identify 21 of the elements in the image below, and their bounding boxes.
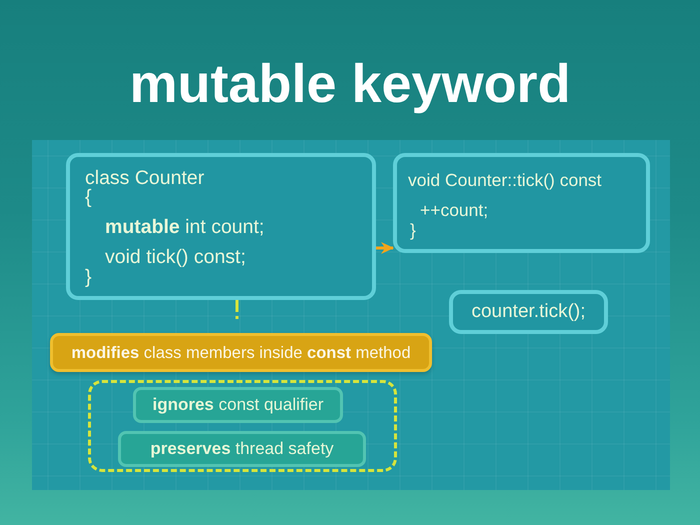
code-line: void Counter::tick() const (408, 170, 602, 190)
code-box (393, 153, 650, 253)
description-text: modifies class members inside const method (71, 342, 411, 364)
note-box (118, 431, 366, 467)
code-line: class Counter (85, 167, 204, 189)
code-line: } (410, 220, 416, 240)
title: mutable keyword (128, 53, 572, 116)
code-line: ++count; (420, 200, 488, 220)
code-line: { (85, 186, 92, 208)
note-box (133, 387, 343, 423)
description-text: ignores const qualifier (152, 394, 324, 416)
dashed-group-frame (88, 380, 397, 472)
code-box (66, 153, 376, 300)
arrow (376, 242, 394, 254)
code-line: counter.tick(); (471, 301, 586, 323)
code-line: } (85, 266, 92, 288)
description-text: preserves thread safety (150, 438, 334, 460)
highlight-box (50, 333, 432, 372)
code-box (449, 290, 608, 334)
code-line: mutable int count; (105, 216, 264, 238)
code-line: void tick() const; (105, 246, 246, 268)
